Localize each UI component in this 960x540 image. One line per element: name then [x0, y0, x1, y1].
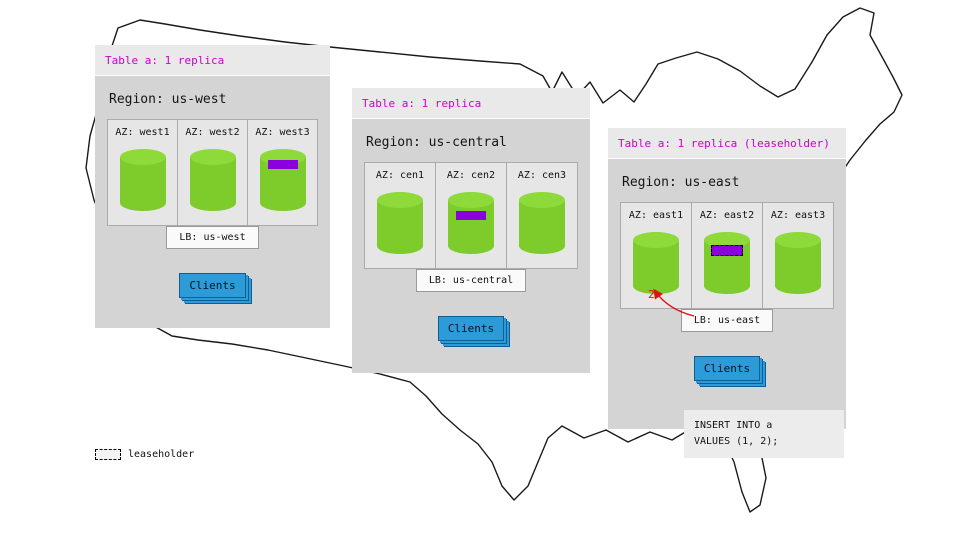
az-label: AZ: east1 [628, 210, 684, 221]
clients-box-east: Clients [693, 356, 761, 381]
insert-step-number: 2 [648, 288, 655, 301]
load-balancer-east: LB: us-east [680, 309, 774, 332]
table-replica-header-west: Table a: 1 replica [95, 45, 330, 76]
az-label: AZ: cen2 [446, 170, 496, 181]
az-row: AZ: west1 AZ: west2 AZ: west3 [107, 119, 318, 226]
az-label: AZ: west1 [115, 127, 170, 138]
az-label: AZ: east2 [699, 210, 755, 221]
region-label: Region: us-east [622, 175, 740, 190]
az-label: AZ: east3 [770, 210, 826, 221]
az-cell-east2: AZ: east2 [692, 202, 763, 309]
database-cylinder [377, 192, 423, 254]
replica-range [267, 160, 298, 169]
az-cell-west2: AZ: west2 [178, 119, 248, 226]
az-label: AZ: west3 [255, 127, 310, 138]
az-label: AZ: west2 [185, 127, 240, 138]
region-label: Region: us-central [366, 135, 507, 150]
database-cylinder [259, 149, 306, 211]
leaseholder-replica-range [711, 245, 743, 256]
region-body-east: Region: us-east AZ: east1 AZ: east2 AZ: … [608, 159, 846, 429]
sql-line-1: INSERT INTO a [694, 420, 773, 431]
table-replica-header-central: Table a: 1 replica [352, 88, 590, 119]
database-cylinder [519, 192, 565, 254]
table-replica-label: Table a: 1 replica [105, 54, 225, 67]
region-panel-us-central: Table a: 1 replica Region: us-central AZ… [352, 88, 590, 373]
az-cell-cen1: AZ: cen1 [364, 162, 436, 269]
database-cylinder [119, 149, 166, 211]
az-cell-west1: AZ: west1 [107, 119, 178, 226]
table-replica-label: Table a: 1 replica (leaseholder) [618, 137, 830, 150]
table-replica-header-east: Table a: 1 replica (leaseholder) [608, 128, 846, 159]
region-label: Region: us-west [109, 92, 227, 107]
region-panel-us-west: Table a: 1 replica Region: us-west AZ: w… [95, 45, 330, 328]
legend-label: leaseholder [128, 449, 195, 460]
az-cell-cen3: AZ: cen3 [507, 162, 578, 269]
sql-statement-note: INSERT INTO a VALUES (1, 2); [684, 410, 844, 458]
load-balancer-west: LB: us-west [166, 226, 259, 249]
region-body-west: Region: us-west AZ: west1 AZ: west2 AZ: … [95, 76, 330, 328]
database-cylinder [189, 149, 236, 211]
az-row: AZ: cen1 AZ: cen2 AZ: cen3 [364, 162, 578, 269]
legend: leaseholder [95, 449, 194, 460]
database-cylinder [704, 232, 750, 294]
database-cylinder [775, 232, 821, 294]
az-cell-cen2: AZ: cen2 [436, 162, 507, 269]
az-cell-east3: AZ: east3 [763, 202, 834, 309]
table-replica-label: Table a: 1 replica [362, 97, 482, 110]
az-cell-west3: AZ: west3 [248, 119, 318, 226]
leaseholder-swatch-icon [95, 449, 121, 460]
database-cylinder [448, 192, 494, 254]
az-cell-east1: AZ: east1 [620, 202, 692, 309]
database-cylinder [633, 232, 679, 294]
region-panel-us-east: Table a: 1 replica (leaseholder) Region:… [608, 128, 846, 429]
replica-range [456, 211, 486, 220]
az-label: AZ: cen3 [517, 170, 567, 181]
clients-box-central: Clients [437, 316, 505, 341]
az-label: AZ: cen1 [375, 170, 425, 181]
clients-box-west: Clients [179, 273, 246, 298]
region-body-central: Region: us-central AZ: cen1 AZ: cen2 AZ:… [352, 119, 590, 373]
load-balancer-central: LB: us-central [415, 269, 527, 292]
sql-line-2: VALUES (1, 2); [694, 436, 779, 447]
